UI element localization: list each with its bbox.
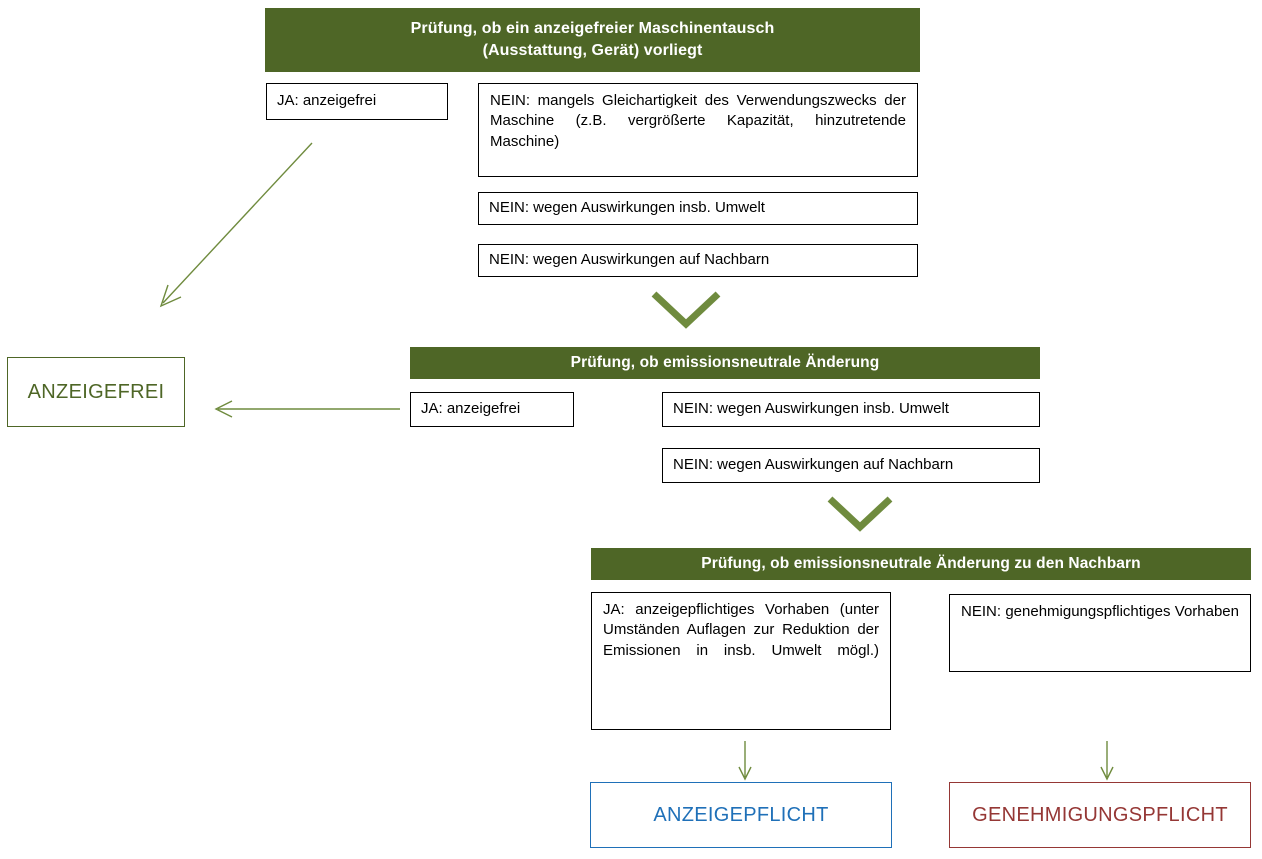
arrow-diagonal-to-anzeigefrei-icon bbox=[159, 142, 313, 308]
stage1-no-box-gleichartigkeit[interactable]: NEIN: mangels Gleichartigkeit des Verwen… bbox=[478, 83, 918, 177]
stage2-no-box-umwelt[interactable]: NEIN: wegen Auswirkungen insb. Umwelt bbox=[662, 392, 1040, 427]
stage1-yes-label: JA: anzeigefrei bbox=[277, 92, 377, 110]
stage2-header: Prüfung, ob emissionsneutrale Änderung bbox=[410, 347, 1040, 379]
stage1-header: Prüfung, ob ein anzeigefreier Maschinent… bbox=[265, 8, 920, 72]
stage3-no-label: NEIN: genehmigungspflichtiges Vorhaben bbox=[961, 603, 1239, 620]
stage1-no-umwelt-label: NEIN: wegen Auswirkungen insb. Umwelt bbox=[489, 199, 765, 217]
stage1-yes-box[interactable]: JA: anzeigefrei bbox=[266, 83, 448, 120]
stage3-header-text: Prüfung, ob emissionsneutrale Änderung z… bbox=[701, 554, 1141, 572]
stage1-no-box-umwelt[interactable]: NEIN: wegen Auswirkungen insb. Umwelt bbox=[478, 192, 918, 225]
stage3-header: Prüfung, ob emissionsneutrale Änderung z… bbox=[591, 548, 1251, 580]
stage3-yes-label: JA: anzeigepflichtiges Vorhaben (unter U… bbox=[603, 601, 879, 659]
result-anzeigepflicht-label: ANZEIGEPFLICHT bbox=[653, 803, 829, 826]
result-genehmigungspflicht[interactable]: GENEHMIGUNGSPFLICHT bbox=[949, 782, 1251, 848]
chevron-down-stage1-icon bbox=[651, 291, 721, 329]
stage2-no-box-nachbarn[interactable]: NEIN: wegen Auswirkungen auf Nachbarn bbox=[662, 448, 1040, 483]
stage3-yes-box[interactable]: JA: anzeigepflichtiges Vorhaben (unter U… bbox=[591, 592, 891, 730]
chevron-down-stage2-icon bbox=[827, 496, 893, 532]
stage2-yes-box[interactable]: JA: anzeigefrei bbox=[410, 392, 574, 427]
arrow-down-to-anzeigepflicht-icon bbox=[738, 741, 752, 781]
stage2-no-umwelt-label: NEIN: wegen Auswirkungen insb. Umwelt bbox=[673, 400, 949, 418]
stage3-no-box[interactable]: NEIN: genehmigungspflichtiges Vorhaben bbox=[949, 594, 1251, 672]
result-genehmigungspflicht-label: GENEHMIGUNGSPFLICHT bbox=[972, 803, 1228, 826]
stage2-no-nachbarn-label: NEIN: wegen Auswirkungen auf Nachbarn bbox=[673, 456, 954, 474]
result-anzeigefrei[interactable]: ANZEIGEFREI bbox=[7, 357, 185, 427]
stage1-header-text: Prüfung, ob ein anzeigefreier Maschinent… bbox=[410, 20, 775, 59]
stage1-no-gleichartigkeit-label: NEIN: mangels Gleichartigkeit des Verwen… bbox=[490, 92, 906, 150]
arrow-down-to-genehmigungspflicht-icon bbox=[1100, 741, 1114, 781]
stage1-no-nachbarn-label: NEIN: wegen Auswirkungen auf Nachbarn bbox=[489, 251, 770, 269]
stage2-header-text: Prüfung, ob emissionsneutrale Änderung bbox=[570, 353, 880, 371]
result-anzeigefrei-label: ANZEIGEFREI bbox=[27, 380, 165, 403]
stage2-yes-label: JA: anzeigefrei bbox=[421, 400, 521, 418]
arrow-left-to-anzeigefrei-icon bbox=[214, 400, 400, 418]
result-anzeigepflicht[interactable]: ANZEIGEPFLICHT bbox=[590, 782, 892, 848]
stage1-no-box-nachbarn[interactable]: NEIN: wegen Auswirkungen auf Nachbarn bbox=[478, 244, 918, 277]
